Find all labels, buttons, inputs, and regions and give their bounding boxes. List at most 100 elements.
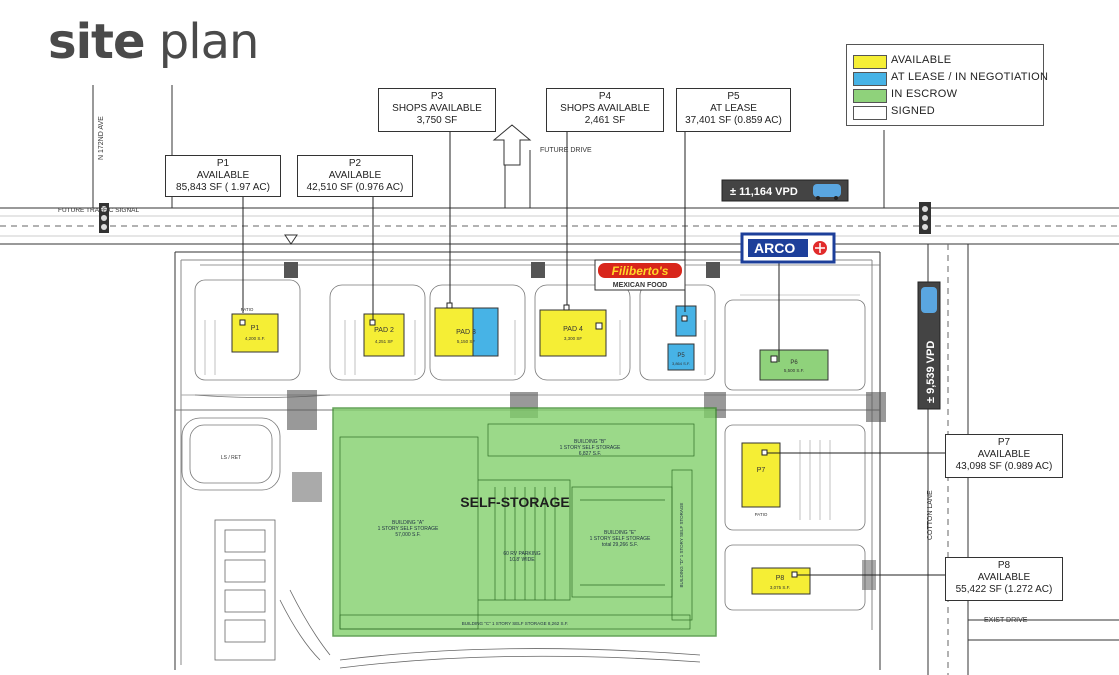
svg-text:PAD 4: PAD 4 <box>563 326 583 333</box>
legend-swatch-at-lease <box>853 72 887 86</box>
bldg-e-line3: total 29,266 S.F. <box>602 542 638 548</box>
callout-p3-status: SHOPS AVAILABLE <box>392 103 482 114</box>
legend-item-signed: SIGNED <box>853 105 1039 120</box>
callout-p3-name: P3 <box>430 91 444 102</box>
traffic-signal-left <box>99 203 109 233</box>
callout-p1-size: 85,843 SF ( 1.97 AC) <box>176 182 270 193</box>
svg-text:3,300 SF: 3,300 SF <box>564 336 583 341</box>
callout-dots <box>239 302 798 578</box>
exist-drive-label: EXIST DRIVE <box>984 617 1028 624</box>
filibertos-logo: Filiberto's MEXICAN FOOD <box>594 259 686 291</box>
legend-item-available: AVAILABLE <box>853 54 1039 69</box>
bldg-a-line2: 1 STORY SELF STORAGE <box>378 526 439 532</box>
parking-stripes <box>204 294 860 520</box>
svg-text:P5: P5 <box>677 353 685 359</box>
arco-logo: ARCO <box>740 232 836 264</box>
legend-label-available: AVAILABLE <box>891 54 952 66</box>
bldg-a-line1: BUILDING "A" <box>392 520 424 526</box>
callout-p2-name: P2 <box>348 158 362 169</box>
callout-p2-size: 42,510 SF (0.976 AC) <box>306 182 404 193</box>
street-left-label: N 172ND AVE <box>98 116 105 160</box>
callout-p5: P5 AT LEASE 37,401 SF (0.859 AC) <box>676 88 791 132</box>
callout-p2: P2 AVAILABLE 42,510 SF (0.976 AC) <box>297 155 413 197</box>
svg-text:4,251 SF: 4,251 SF <box>375 339 394 344</box>
self-storage-label: SELF-STORAGE <box>460 494 569 510</box>
callout-p8-name: P8 <box>997 560 1011 571</box>
callout-p7-size: 43,098 SF (0.989 AC) <box>955 461 1053 472</box>
rv-parking-line1: 60 RV PARKING <box>503 551 540 557</box>
legend: AVAILABLE AT LEASE / IN NEGOTIATION IN E… <box>846 44 1048 126</box>
svg-text:3,075 S.F.: 3,075 S.F. <box>770 585 790 590</box>
svg-text:PATIO: PATIO <box>755 512 768 517</box>
svg-text:P7: P7 <box>757 467 766 474</box>
self-storage-details <box>339 423 695 630</box>
page-title: site plan <box>48 14 260 70</box>
rv-parking-line2: 10.8' WIDE <box>509 557 535 563</box>
building-pad-4: PAD 4 3,300 SF <box>539 309 607 357</box>
callout-p1-name: P1 <box>216 158 230 169</box>
filibertos-text: Filiberto's <box>612 264 669 278</box>
bldg-d-label: BUILDING "D" 1 STORY SELF STORAGE <box>679 503 684 588</box>
svg-text:4,200 S.F.: 4,200 S.F. <box>245 336 265 341</box>
building-p1: P1 4,200 S.F. PATIO <box>231 307 279 353</box>
callout-p7-name: P7 <box>997 437 1011 448</box>
callout-p7: P7 AVAILABLE 43,098 SF (0.989 AC) <box>945 434 1063 478</box>
callout-p5-size: 37,401 SF (0.859 AC) <box>685 115 782 126</box>
callout-leaders <box>242 131 946 576</box>
callout-p4: P4 SHOPS AVAILABLE 2,461 SF <box>546 88 664 132</box>
svg-text:5,150 SF: 5,150 SF <box>457 339 476 344</box>
top-vpd-text: ± 11,164 VPD <box>730 186 798 198</box>
bldg-c-label: BUILDING "C" 1 STORY SELF STORAGE 8,262 … <box>462 621 568 626</box>
cotton-lane-label: COTTON LANE <box>927 490 934 540</box>
callout-p5-name: P5 <box>727 91 740 102</box>
bldg-b-line1: BUILDING "B" <box>574 439 606 445</box>
top-vpd-badge: ± 11,164 VPD <box>721 179 849 202</box>
traffic-signal-right <box>919 202 931 234</box>
filibertos-sub: MEXICAN FOOD <box>613 282 667 289</box>
svg-text:PAD 2: PAD 2 <box>374 327 394 334</box>
building-pad-3: PAD 3 5,150 SF <box>434 307 499 357</box>
legend-label-signed: SIGNED <box>891 105 935 117</box>
building-p7: P7 PATIO <box>741 442 781 517</box>
right-vpd-badge: ± 9,539 VPD <box>917 281 941 410</box>
legend-label-at-lease: AT LEASE / IN NEGOTIATION <box>891 71 1049 83</box>
callout-p1-status: AVAILABLE <box>196 170 250 181</box>
triangle-marker <box>284 234 298 245</box>
legend-swatch-signed <box>853 106 887 120</box>
svg-text:5,500 S.F.: 5,500 S.F. <box>784 368 804 373</box>
svg-text:3,864 S.F.: 3,864 S.F. <box>672 361 690 366</box>
legend-item-in-escrow: IN ESCROW <box>853 88 1039 103</box>
callout-p3: P3 SHOPS AVAILABLE 3,750 SF <box>378 88 496 132</box>
crosswalk-markers <box>284 262 886 590</box>
bldg-a-line3: 57,000 S.F. <box>395 532 420 538</box>
bldg-b-line3: 6,827 S.F. <box>579 451 602 457</box>
future-signal-label: FUTURE TRAFFIC SIGNAL <box>58 207 140 214</box>
callout-p8-status: AVAILABLE <box>977 572 1031 583</box>
svg-text:PAD 3: PAD 3 <box>456 329 476 336</box>
svg-text:P8: P8 <box>776 575 785 582</box>
legend-swatch-available <box>853 55 887 69</box>
callout-p4-size: 2,461 SF <box>584 115 626 126</box>
future-drive-label: FUTURE DRIVE <box>540 147 592 154</box>
bldg-b-line2: 1 STORY SELF STORAGE <box>560 445 621 451</box>
arco-text: ARCO <box>754 240 795 256</box>
callout-p8: P8 AVAILABLE 55,422 SF (1.272 AC) <box>945 557 1063 601</box>
callout-p5-status: AT LEASE <box>710 103 757 114</box>
right-vpd-text: ± 9,539 VPD <box>925 341 937 403</box>
legend-label-in-escrow: IN ESCROW <box>891 88 958 100</box>
svg-text:P1: P1 <box>251 325 260 332</box>
callout-p1: P1 AVAILABLE 85,843 SF ( 1.97 AC) <box>165 155 281 197</box>
callout-p2-status: AVAILABLE <box>328 170 382 181</box>
page-title-bold: site <box>48 14 146 70</box>
page-title-light: plan <box>158 14 260 70</box>
callout-p8-size: 55,422 SF (1.272 AC) <box>955 584 1053 595</box>
building-p8: P8 3,075 S.F. <box>751 567 811 595</box>
legend-swatch-in-escrow <box>853 89 887 103</box>
callout-p4-status: SHOPS AVAILABLE <box>560 103 650 114</box>
svg-text:P6: P6 <box>790 360 798 366</box>
legend-item-at-lease: AT LEASE / IN NEGOTIATION <box>853 71 1048 86</box>
svg-text:PATIO: PATIO <box>241 307 254 312</box>
callout-p3-size: 3,750 SF <box>416 115 458 126</box>
